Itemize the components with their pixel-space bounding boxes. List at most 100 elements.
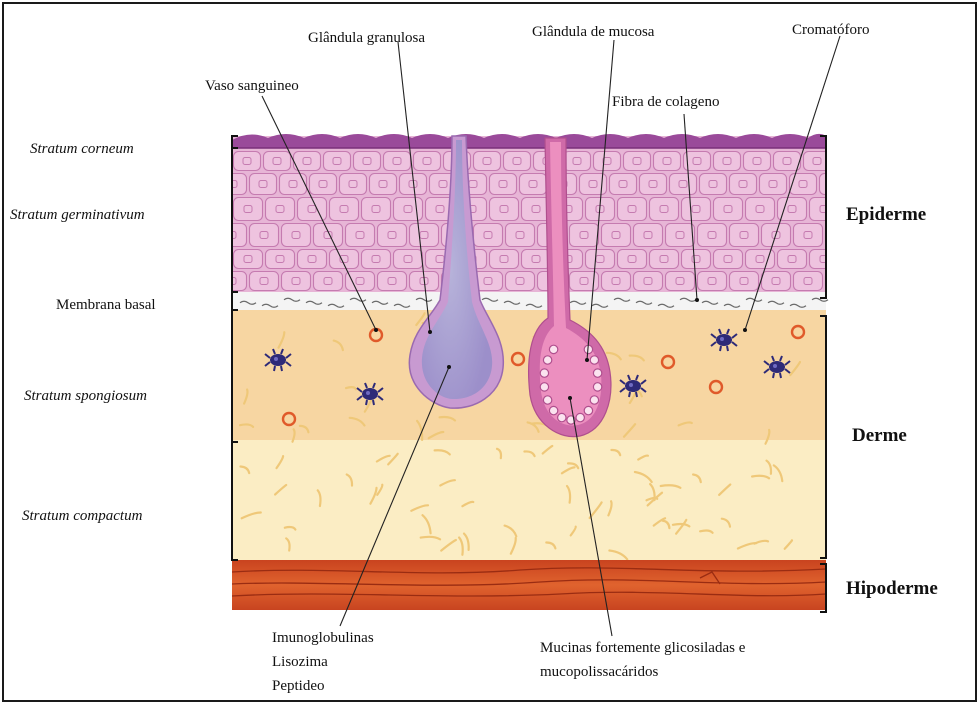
epidermal-cell: [610, 174, 637, 195]
epidermal-cell: [826, 224, 855, 247]
epidermal-cell: [774, 152, 801, 171]
epidermal-cell: [234, 250, 263, 269]
epidermal-cell: [330, 250, 359, 269]
epidermal-cell: [670, 174, 697, 195]
epidermal-cell: [650, 250, 679, 269]
epidermal-cell: [744, 152, 771, 171]
epidermal-cell: [370, 174, 397, 195]
epidermal-cell: [504, 152, 531, 171]
epidermal-cell: [698, 272, 727, 291]
epidermal-cell: [618, 250, 647, 269]
epidermal-cell: [730, 224, 759, 247]
basal-membrane: [232, 292, 828, 310]
epidermal-cell: [624, 152, 651, 171]
epidermal-cell: [282, 224, 311, 247]
epidermal-cell: [586, 250, 615, 269]
epidermal-cell: [594, 152, 621, 171]
label-stratum-compactum: Stratum compactum: [22, 508, 143, 524]
epidermal-cell: [790, 174, 817, 195]
epidermal-cell: [602, 272, 631, 291]
label-glandula-granulosa: Glândula granulosa: [308, 30, 425, 46]
epidermal-cell: [280, 174, 307, 195]
mucous-secretory-cell: [549, 345, 557, 353]
mucous-secretory-cell: [540, 369, 548, 377]
epidermal-cell: [714, 250, 743, 269]
epidermal-cell: [250, 224, 279, 247]
epidermal-cell: [810, 250, 839, 269]
mucous-secretory-cell: [540, 383, 548, 391]
epidermal-cell: [410, 224, 439, 247]
mucous-secretory-cell: [576, 413, 584, 421]
mucous-secretory-cell: [543, 396, 551, 404]
epidermal-cell: [298, 198, 327, 221]
epidermal-cell: [362, 250, 391, 269]
epidermal-cell: [634, 224, 663, 247]
epidermal-cell: [310, 174, 337, 195]
label-mucinas-line1: Mucinas fortemente glicosiladas e: [540, 640, 746, 656]
epidermal-cell: [490, 250, 519, 269]
epidermal-cell: [746, 198, 775, 221]
label-stratum-corneum: Stratum corneum: [30, 141, 134, 157]
epidermal-cell: [778, 250, 807, 269]
epidermal-cell: [234, 152, 261, 171]
epidermal-cell: [414, 152, 441, 171]
epidermal-cell: [354, 152, 381, 171]
epidermal-cell: [682, 198, 711, 221]
mucous-secretory-cell: [543, 356, 551, 364]
epidermal-cell: [490, 174, 517, 195]
epidermal-cell: [314, 224, 343, 247]
epidermal-cell: [564, 152, 591, 171]
mucous-secretory-cell: [593, 369, 601, 377]
label-stratum-spongiosum: Stratum spongiosum: [24, 388, 147, 404]
epidermal-cell: [810, 198, 839, 221]
epidermal-cell: [324, 152, 351, 171]
label-epiderme: Epiderme: [846, 204, 926, 225]
epidermal-cell: [570, 224, 599, 247]
epidermal-cell: [700, 174, 727, 195]
label-mucinas-line2: mucopolissacáridos: [540, 664, 658, 680]
epidermal-cell: [394, 250, 423, 269]
epidermal-cell: [640, 174, 667, 195]
mucous-secretory-cell: [584, 406, 592, 414]
epidermal-cell: [340, 174, 367, 195]
epidermal-cell: [474, 224, 503, 247]
epidermal-cell: [294, 152, 321, 171]
epidermal-cell: [330, 198, 359, 221]
epidermal-cell: [264, 152, 291, 171]
epidermal-cell: [506, 224, 535, 247]
epidermal-cell: [378, 224, 407, 247]
mucous-secretory-cell: [590, 356, 598, 364]
epidermal-cell: [250, 272, 279, 291]
epidermal-cell: [378, 272, 407, 291]
mucous-secretory-cell: [590, 396, 598, 404]
epidermal-cell: [618, 198, 647, 221]
epidermal-cell: [490, 198, 519, 221]
epidermal-cell: [666, 272, 695, 291]
label-lisozima: Lisozima: [272, 654, 328, 670]
epidermal-cell: [820, 174, 847, 195]
epidermal-cell: [698, 224, 727, 247]
epidermal-cell: [266, 250, 295, 269]
epidermal-cell: [282, 272, 311, 291]
epidermal-cell: [314, 272, 343, 291]
epidermal-cell: [520, 174, 547, 195]
label-vaso-sanguineo: Vaso sanguineo: [205, 78, 299, 94]
epidermal-cell: [762, 272, 791, 291]
epidermal-cell: [634, 272, 663, 291]
label-glandula-mucosa: Glândula de mucosa: [532, 24, 655, 40]
epidermal-cell: [654, 152, 681, 171]
epidermal-cell: [794, 224, 823, 247]
epidermal-cell: [298, 250, 327, 269]
label-imunoglobulinas: Imunoglobulinas: [272, 630, 374, 646]
dermis-layer: [232, 310, 826, 560]
epidermal-cell: [650, 198, 679, 221]
mucous-secretory-cell: [549, 406, 557, 414]
label-stratum-germinativum: Stratum germinativum: [10, 207, 145, 223]
epidermal-cell: [362, 198, 391, 221]
label-fibra-colageno: Fibra de colageno: [612, 94, 719, 110]
epidermal-cell: [522, 250, 551, 269]
epidermis-layer: [218, 134, 855, 294]
mucous-secretory-cell: [593, 383, 601, 391]
epidermal-cell: [234, 198, 263, 221]
